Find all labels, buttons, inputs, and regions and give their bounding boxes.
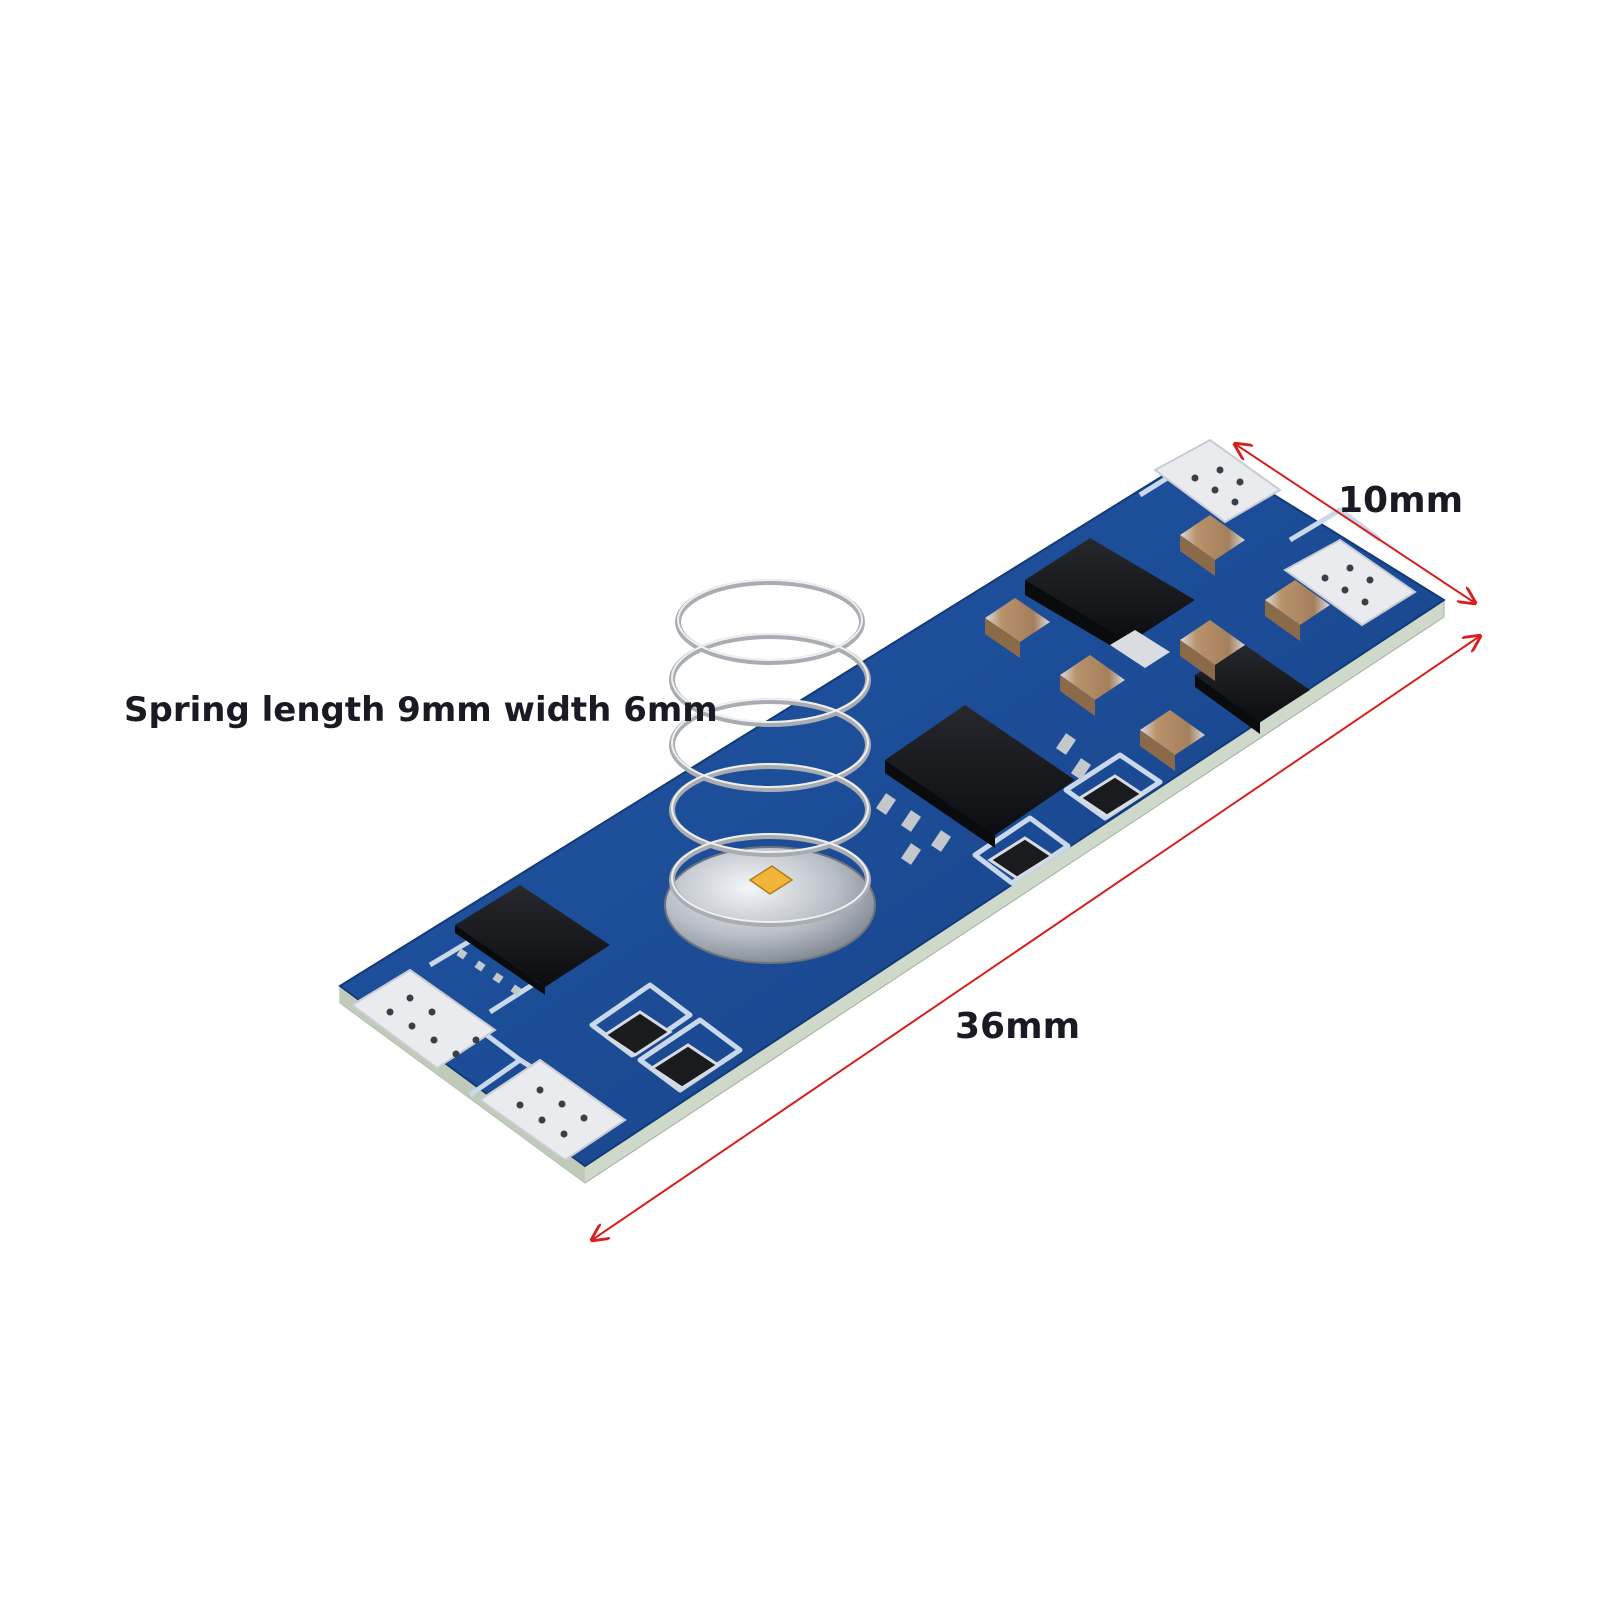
pad [350, 968, 497, 1070]
capacitor [1180, 515, 1245, 576]
pcb-board [338, 449, 1446, 1168]
length-dimension-label: 36mm [955, 1006, 1081, 1047]
width-dimension-label: 10mm [1338, 480, 1464, 521]
solder-blob [664, 846, 876, 964]
chip-left [455, 885, 610, 996]
dimension-line-width [1235, 444, 1475, 603]
dimension-line-length [592, 636, 1480, 1240]
spring-dimension-label: Spring length 9mm width 6mm [124, 690, 718, 730]
